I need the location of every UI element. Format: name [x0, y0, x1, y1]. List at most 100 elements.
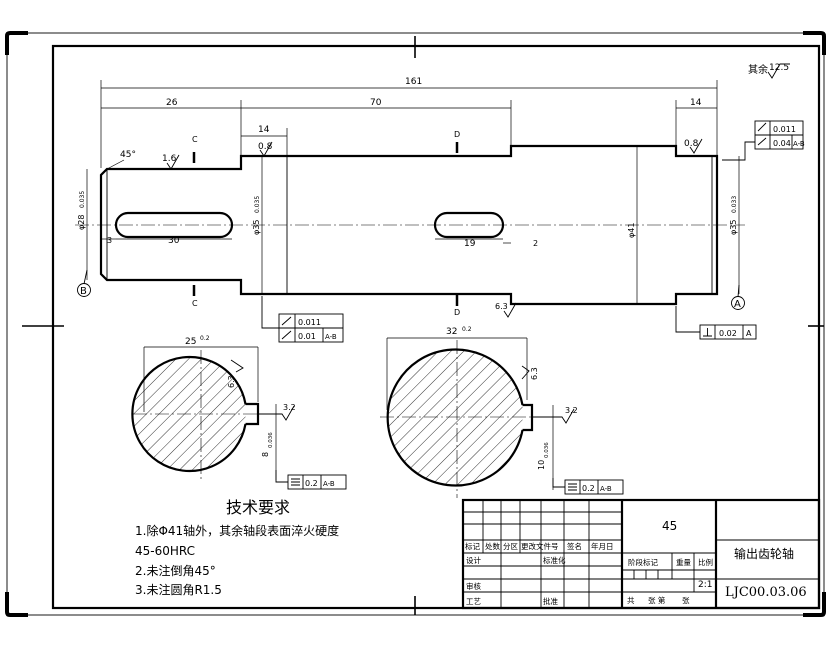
- gtol-right-runout: 0.011: [773, 125, 796, 134]
- hdr-zone: 分区: [503, 542, 518, 551]
- datum-markers: B A: [77, 269, 745, 310]
- hdr-sheet-no: 张 第: [648, 595, 666, 605]
- section-d-bottom: D: [454, 308, 460, 317]
- section-left-key-tol: 0.036: [268, 432, 274, 448]
- section-left-key-width: 8: [261, 452, 270, 457]
- gtol-frame-right: 0.011 0.04 A-B: [722, 120, 805, 161]
- hdr-std: 标准化: [543, 555, 566, 565]
- gtol-left-total: 0.01: [298, 332, 316, 341]
- gtol-left-ref: A-B: [325, 333, 337, 341]
- section-right-key-width: 10: [537, 460, 546, 470]
- section-c-bottom: C: [192, 299, 198, 308]
- rough-2-value: 0.8: [258, 142, 273, 152]
- title-block: 45 输出齿轮轴 LJC00.03.06 2:1 标记 处数 分区 更改文件号 …: [461, 498, 821, 610]
- tech-req-line3: 2.未注倒角45°: [135, 563, 216, 578]
- roughness-note: 其余 12.5: [748, 63, 790, 79]
- section-c-top: C: [192, 135, 198, 144]
- outer-frame: [6, 32, 825, 616]
- dim-dia-bearing-left-tol: 0.035: [254, 196, 261, 213]
- hdr-date: 年月日: [591, 541, 614, 551]
- datum-b-label: B: [80, 286, 87, 297]
- gtol-frame-perp: 0.02 A: [675, 306, 757, 340]
- section-left-sym: 0.2: [305, 479, 318, 488]
- dim-key2-length: 19: [464, 239, 476, 249]
- dim-chamfer: 45°: [120, 150, 136, 160]
- dim-overall: 161: [405, 77, 422, 87]
- gtol-right-total: 0.04: [773, 139, 791, 148]
- section-right-rough-key: 3.2: [565, 406, 578, 415]
- hdr-mark: 标记: [465, 541, 480, 551]
- tech-req-line1: 1.除Φ41轴外，其余轴段表面淬火硬度: [135, 523, 339, 538]
- hdr-review: 审核: [466, 581, 481, 591]
- dim-dia-bearing-right: φ35: [729, 220, 738, 235]
- hdr-count: 处数: [485, 541, 500, 551]
- hdr-sign: 签名: [567, 541, 582, 551]
- section-right-outline: [386, 348, 524, 487]
- dim-dia-shoulder: φ41: [627, 223, 636, 238]
- datum-a-label: A: [734, 299, 741, 310]
- rough-1-value: 1.6: [162, 154, 177, 164]
- frame-corner-marks: [5, 31, 826, 617]
- section-left-keyway: [245, 402, 260, 426]
- dimension-texts: 161 26 70 14 14 45° 30 3 19 2 φ28 0.035 …: [77, 77, 738, 249]
- section-right-keyway: [522, 403, 534, 432]
- roughness-note-value: 12.5: [769, 63, 789, 73]
- dimension-lines: [86, 80, 740, 304]
- hdr-process: 工艺: [466, 597, 481, 606]
- dim-key1-offset: 3: [107, 236, 112, 245]
- roughness-symbols: 1.6 0.8 0.8 6.3: [162, 138, 703, 318]
- section-left-rough-key: 3.2: [283, 403, 296, 412]
- technical-requirements: 技术要求 1.除Φ41轴外，其余轴段表面淬火硬度 45-60HRC 2.未注倒角…: [135, 498, 339, 597]
- section-markers: C C D D: [192, 130, 460, 317]
- shaft-main-view: [75, 144, 745, 306]
- dim-left-length: 26: [166, 98, 178, 108]
- rough-4-value: 6.3: [495, 302, 508, 311]
- section-right-width: 32: [446, 327, 457, 337]
- section-left-outline: [131, 355, 247, 473]
- title-material: 45: [662, 519, 677, 533]
- gtol-right-ref: A-B: [793, 140, 805, 148]
- title-part-name: 输出齿轮轴: [734, 546, 794, 561]
- hdr-design: 设计: [466, 555, 481, 565]
- dim-dia-left: φ28: [77, 215, 86, 230]
- dim-key2-offset: 2: [533, 239, 538, 248]
- rough-3-value: 0.8: [684, 139, 699, 149]
- section-d-top: D: [454, 130, 460, 139]
- title-drawing-no: LJC00.03.06: [725, 585, 807, 600]
- section-left-view: 25 0.2 6.3 3.2 8 0.036 0.2 A-B: [131, 335, 347, 490]
- section-right-sym-ref: A-B: [600, 485, 612, 493]
- keyway-right: [433, 211, 505, 239]
- dim-shoulder-length: 14: [258, 125, 270, 135]
- inner-frame: [51, 44, 821, 610]
- gtol-perp-ref: A: [746, 329, 752, 338]
- gtol-perp-value: 0.02: [719, 329, 737, 338]
- dim-right-length: 14: [690, 98, 702, 108]
- tech-req-line2: 45-60HRC: [135, 544, 195, 558]
- dim-dia-bearing-right-tol: 0.033: [731, 196, 738, 213]
- section-right-sym: 0.2: [582, 484, 595, 493]
- hdr-sheet-end: 张: [682, 596, 690, 605]
- dim-mid-length: 70: [370, 98, 382, 108]
- section-left-width: 25: [185, 337, 196, 347]
- section-left-rough-top: 6.3: [227, 375, 236, 388]
- section-left-width-tol: 0.2: [200, 335, 210, 342]
- frame-centering-marks: [22, 36, 824, 615]
- hdr-stage: 阶段标记: [628, 557, 658, 567]
- hdr-weight: 重量: [676, 558, 691, 567]
- section-right-width-tol: 0.2: [462, 326, 472, 333]
- hdr-scale: 比例: [698, 557, 713, 567]
- roughness-note-prefix: 其余: [748, 63, 768, 76]
- hdr-sheets: 共: [627, 596, 635, 605]
- dim-key1-length: 30: [168, 236, 180, 246]
- keyway-left: [114, 211, 234, 239]
- hdr-approve: 批准: [543, 596, 558, 606]
- tech-req-line4: 3.未注圆角R1.5: [135, 582, 222, 597]
- section-left-sym-ref: A-B: [323, 480, 335, 488]
- tech-req-title: 技术要求: [226, 498, 290, 517]
- gtol-left-runout: 0.011: [298, 318, 321, 327]
- section-right-key-tol: 0.036: [544, 442, 550, 458]
- dim-dia-left-tol: 0.035: [79, 191, 86, 208]
- gtol-frame-left: 0.011 0.01 A-B: [261, 296, 344, 343]
- dim-dia-bearing-left: φ35: [252, 220, 261, 235]
